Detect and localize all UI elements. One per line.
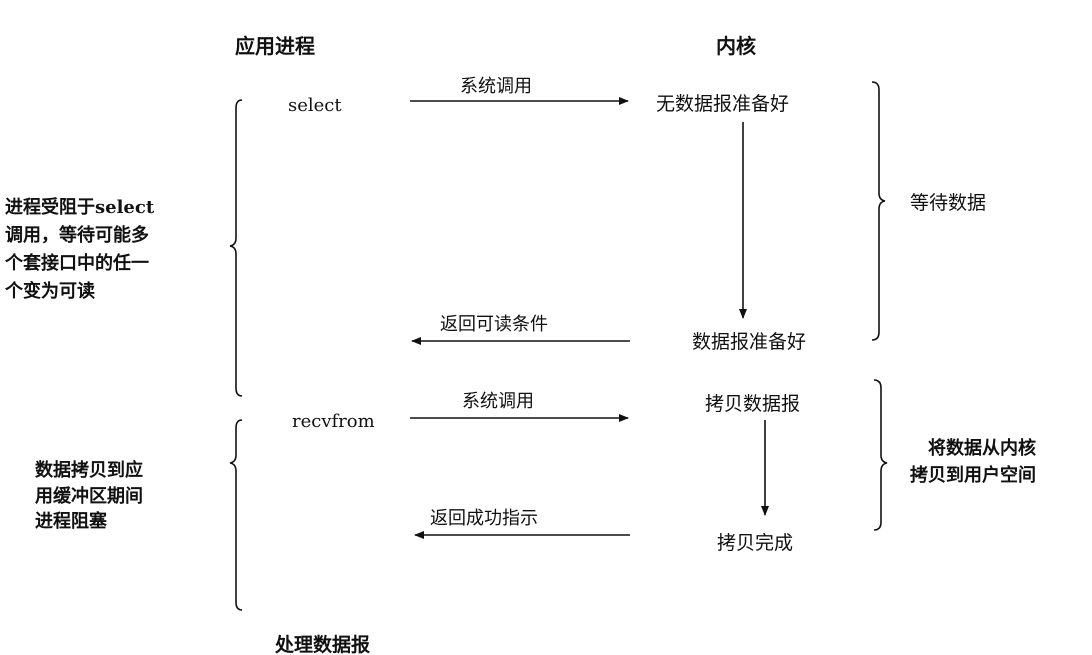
header-process: 应用进程 [235,34,315,58]
kernel-no-datagram: 无数据报准备好 [656,93,789,115]
kernel-copy-done: 拷贝完成 [717,532,793,554]
recvfrom-call: recvfrom [292,411,375,432]
phase-copy-line2: 拷贝到用户空间 [910,464,1036,486]
note-line: 进程阻塞 [35,510,108,532]
phase-wait: 等待数据 [910,192,986,214]
left-brace-copy [229,419,243,611]
note-blocked-select: 进程受阻于select 调用，等待可能多 个套接口中的任一 个变为可读 [4,196,155,302]
note-line: 数据拷贝到应 [35,459,143,481]
note-blocked-copy: 数据拷贝到应 用缓冲区期间 进程阻塞 [35,459,143,532]
note-line: 个变为可读 [4,280,95,302]
kernel-copy-datagram: 拷贝数据报 [705,393,800,415]
select-call: select [288,95,342,116]
right-brace-wait [871,81,886,341]
syscall-label-2: 系统调用 [462,391,534,412]
process-datagram: 处理数据报 [274,633,370,655]
note-line: 调用，等待可能多 [5,224,149,246]
phase-copy-line1: 将数据从内核 [928,437,1036,459]
note-line: 用缓冲区期间 [35,485,143,507]
left-brace-select [229,99,243,397]
return-readable-label: 返回可读条件 [440,314,548,335]
note-line: 个套接口中的任一 [4,252,149,274]
syscall-label-1: 系统调用 [460,76,532,97]
return-success-label: 返回成功指示 [430,508,538,529]
kernel-datagram-ready: 数据报准备好 [692,331,806,353]
right-brace-copy [873,379,888,531]
header-kernel: 内核 [716,34,756,58]
note-line: 进程受阻于select [5,196,155,218]
